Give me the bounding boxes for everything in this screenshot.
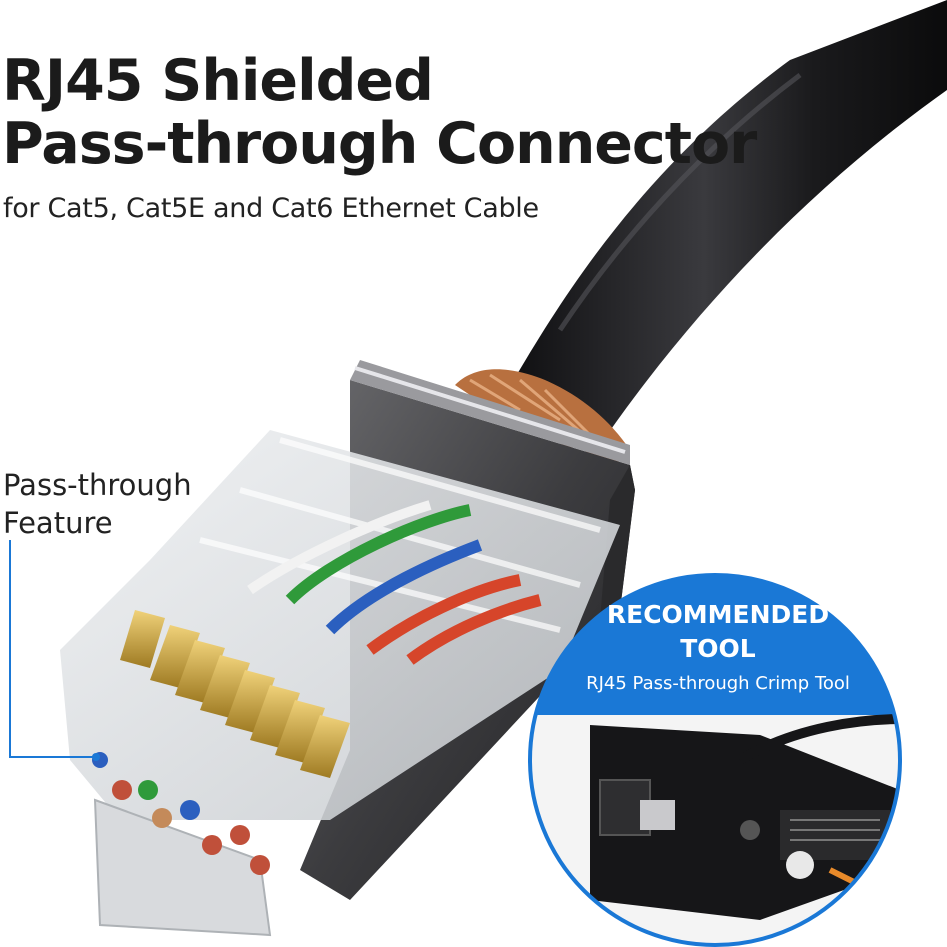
crimp-tool-image — [530, 714, 900, 945]
feature-label-line-1: Pass-through — [3, 468, 192, 502]
recommended-line-1: RECOMMENDED — [606, 600, 830, 629]
gold-contacts — [120, 610, 350, 778]
recommended-tool-heading: RECOMMENDED TOOL — [548, 598, 888, 666]
wire-pairs — [247, 500, 542, 665]
title-line-1: RJ45 Shielded — [2, 48, 434, 114]
page-title: RJ45 Shielded Pass-through Connector — [2, 48, 757, 177]
recommended-tool-circle — [528, 573, 902, 947]
feature-label-line-2: Feature — [3, 506, 113, 540]
tool-name: RJ45 Pass-through Crimp Tool — [586, 673, 850, 694]
subtitle: for Cat5, Cat5E and Cat6 Ethernet Cable — [3, 193, 539, 224]
callout-line — [9, 540, 100, 761]
ethernet-cable — [505, 0, 947, 445]
recommended-line-2: TOOL — [680, 634, 756, 663]
pass-through-feature-label: Pass-through Feature — [3, 466, 192, 542]
title-line-2: Pass-through Connector — [2, 111, 757, 177]
